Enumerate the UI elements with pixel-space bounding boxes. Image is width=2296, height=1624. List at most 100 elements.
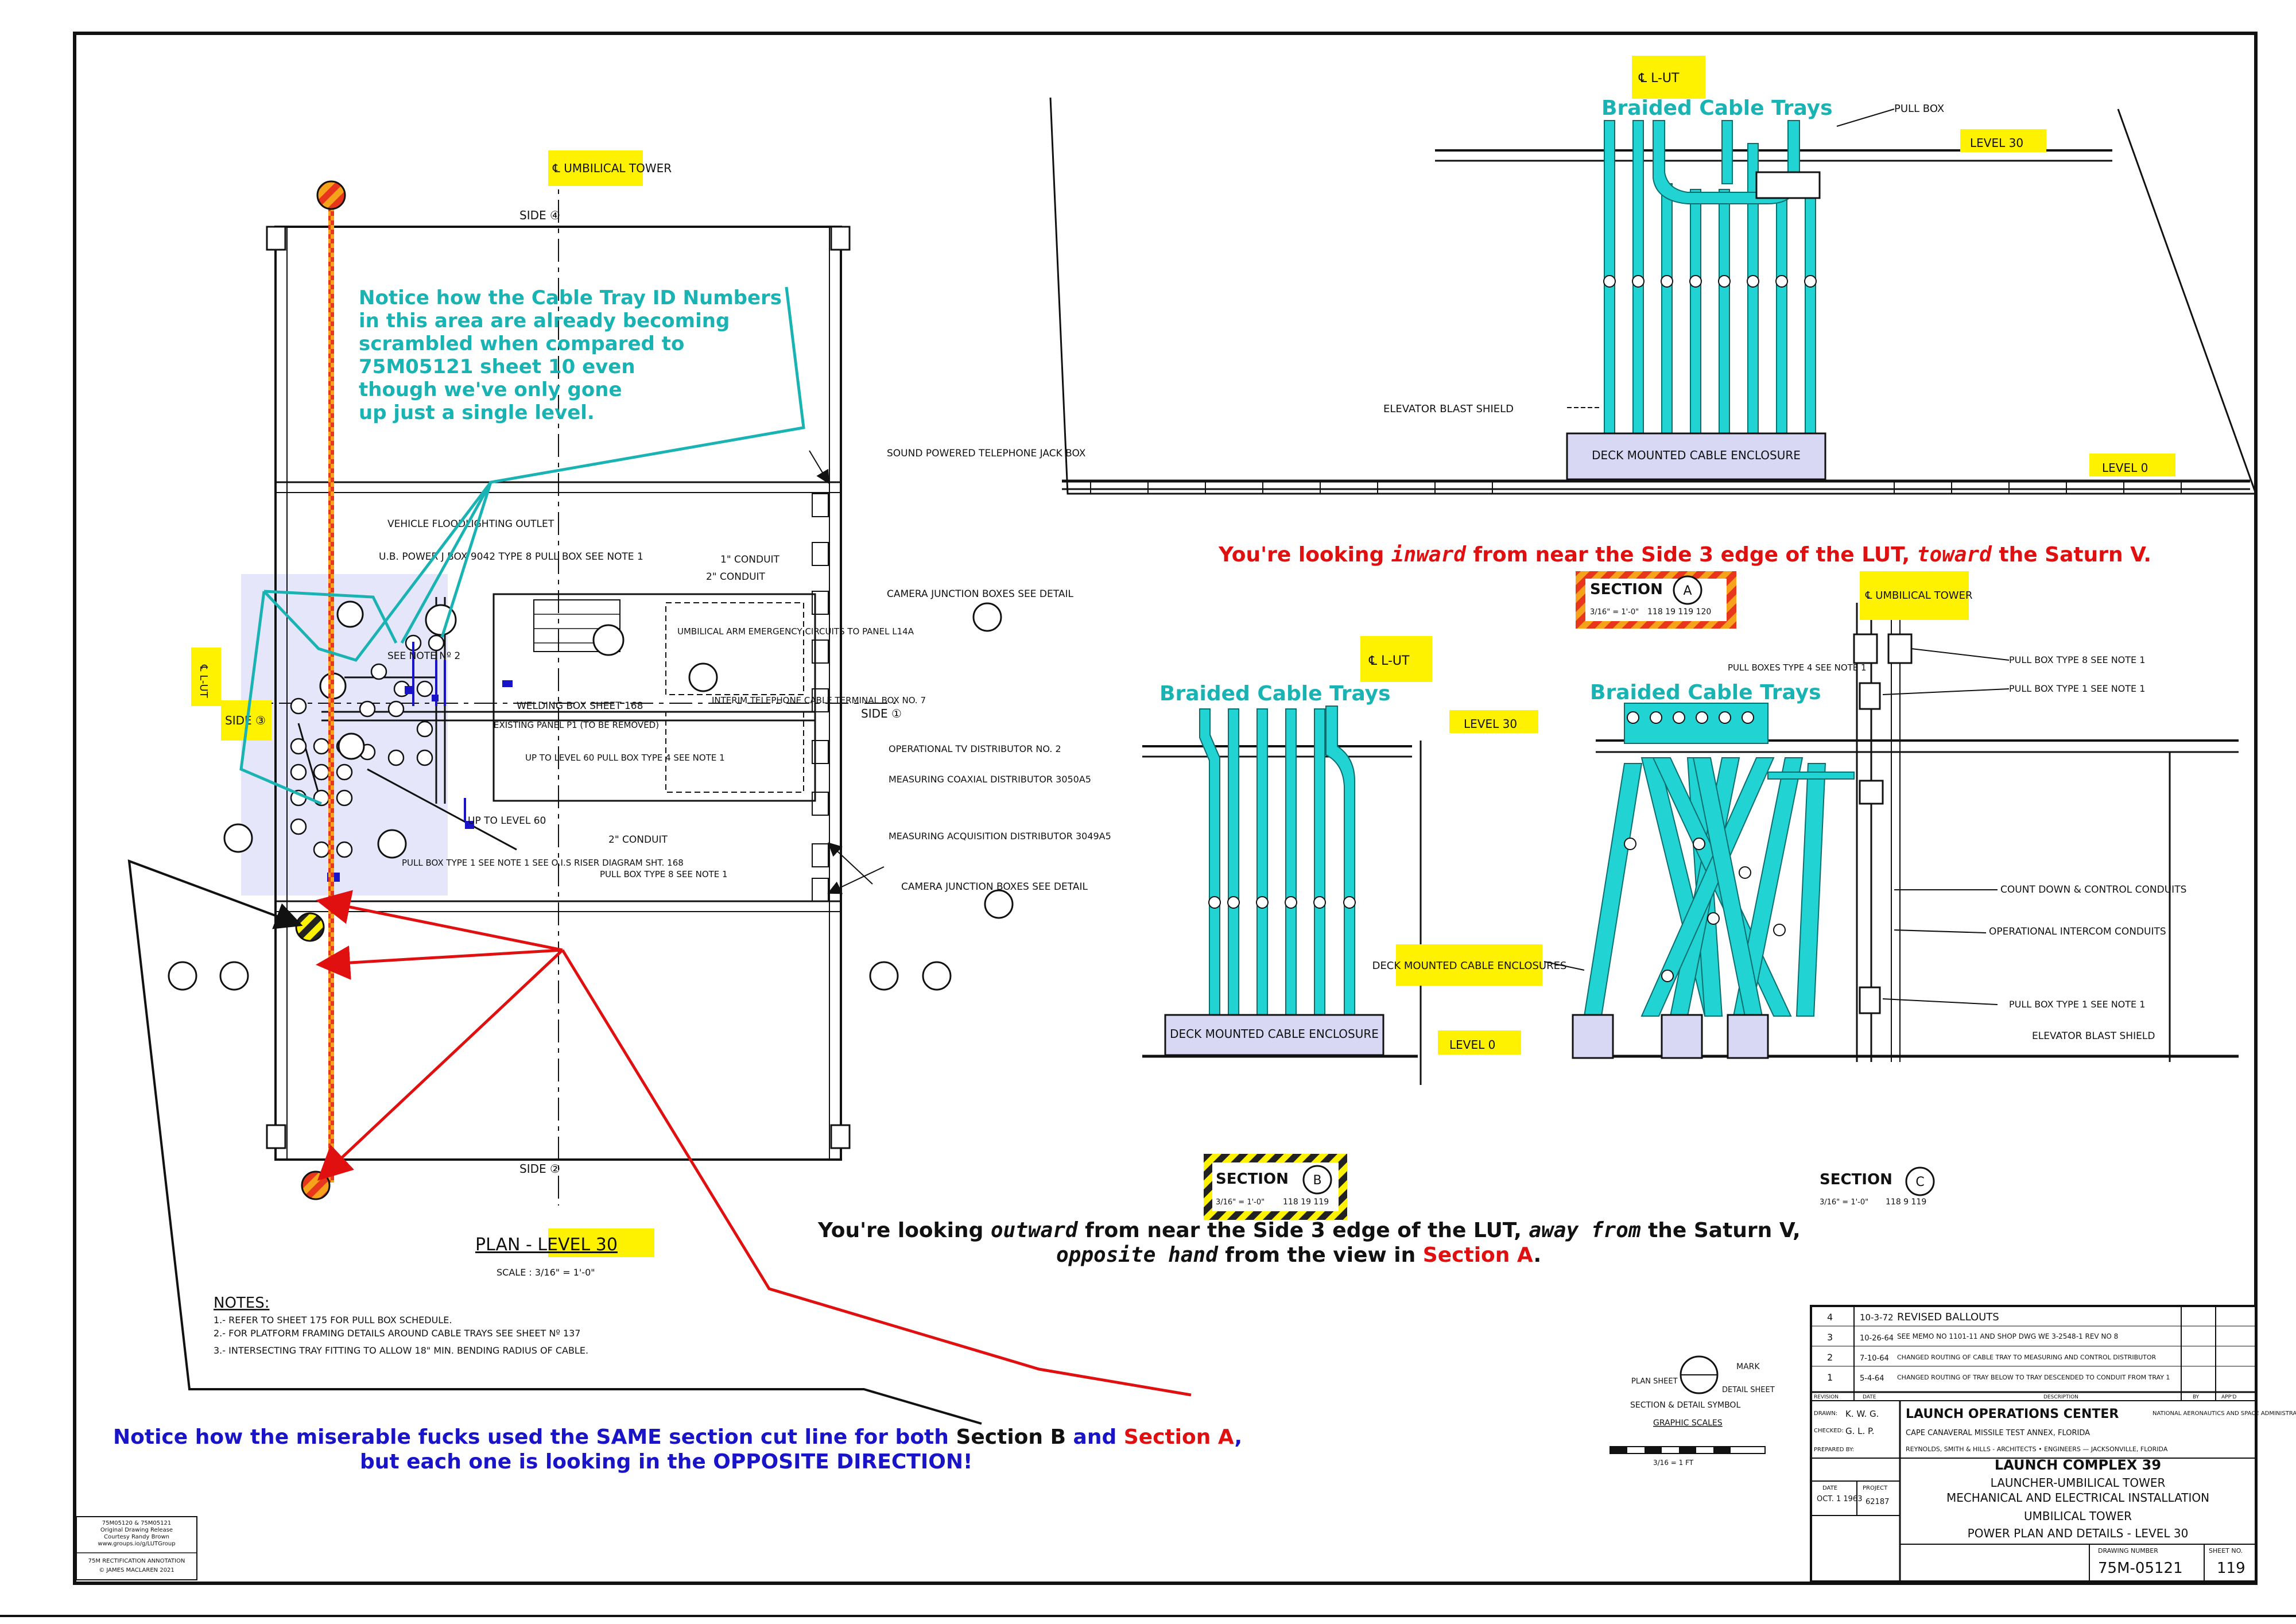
cut-marker-bottom bbox=[301, 1170, 331, 1200]
svg-text:CHECKED:: CHECKED: bbox=[1814, 1428, 1844, 1434]
bottom-note: Notice how the miserable fucks used the … bbox=[113, 1425, 1242, 1474]
svg-text:UMBILICAL TOWER: UMBILICAL TOWER bbox=[2024, 1509, 2132, 1523]
svg-text:SCALE : 3/16" = 1'-0": SCALE : 3/16" = 1'-0" bbox=[497, 1267, 595, 1278]
svg-text:UP TO LEVEL 60: UP TO LEVEL 60 bbox=[468, 815, 546, 827]
svg-text:REVISED BALLOUTS: REVISED BALLOUTS bbox=[1897, 1311, 1999, 1323]
sheet-number: 119 bbox=[2217, 1560, 2245, 1577]
svg-text:PULL BOX TYPE 1 SEE NOTE 1 SEE: PULL BOX TYPE 1 SEE NOTE 1 SEE O.I.S RIS… bbox=[402, 858, 684, 868]
svg-text:SIDE ④: SIDE ④ bbox=[519, 208, 560, 222]
braided-trays-c: Braided Cable Trays bbox=[1590, 681, 1821, 704]
svg-text:CHANGED ROUTING OF CABLE TRAY: CHANGED ROUTING OF CABLE TRAY TO MEASURI… bbox=[1897, 1354, 2157, 1361]
svg-text:Notice how the Cable Tray ID N: Notice how the Cable Tray ID Numbers bbox=[359, 286, 782, 309]
svg-text:CHANGED ROUTING OF TRAY BELOW: CHANGED ROUTING OF TRAY BELOW TO TRAY DE… bbox=[1897, 1374, 2170, 1381]
section-b-view: DECK MOUNTED CABLE ENCLOSURE ℄ L-UT Brai… bbox=[1142, 636, 1538, 1085]
svg-text:www.groups.io/g/LUTGroup: www.groups.io/g/LUTGroup bbox=[98, 1541, 175, 1547]
svg-text:APP'D: APP'D bbox=[2221, 1394, 2236, 1400]
svg-text:DESCRIPTION: DESCRIPTION bbox=[2043, 1394, 2078, 1400]
svg-text:NATIONAL AERONAUTICS AND SPACE: NATIONAL AERONAUTICS AND SPACE ADMINISTR… bbox=[2152, 1410, 2296, 1417]
svg-text:A: A bbox=[1683, 584, 1692, 598]
svg-text:LEVEL 0: LEVEL 0 bbox=[1449, 1038, 1495, 1052]
svg-text:1" CONDUIT: 1" CONDUIT bbox=[720, 554, 780, 565]
svg-text:SIDE ①: SIDE ① bbox=[861, 707, 902, 720]
svg-text:3/16 = 1 FT: 3/16 = 1 FT bbox=[1653, 1459, 1694, 1467]
svg-text:GRAPHIC SCALES: GRAPHIC SCALES bbox=[1653, 1418, 1723, 1428]
svg-text:DECK MOUNTED CABLE ENCLOSURE: DECK MOUNTED CABLE ENCLOSURE bbox=[1592, 448, 1801, 462]
svg-text:DETAIL SHEET: DETAIL SHEET bbox=[1722, 1386, 1775, 1394]
svg-text:DRAWN:: DRAWN: bbox=[1814, 1410, 1837, 1417]
plan-view bbox=[168, 161, 1014, 1206]
svg-text:PULL BOXES TYPE 4 SEE NOTE 1: PULL BOXES TYPE 4 SEE NOTE 1 bbox=[1728, 662, 1867, 673]
svg-text:PULL BOX TYPE 8 SEE NOTE 1: PULL BOX TYPE 8 SEE NOTE 1 bbox=[2009, 654, 2145, 665]
svg-text:SECTION: SECTION bbox=[1216, 1170, 1289, 1188]
svg-text:2" CONDUIT: 2" CONDUIT bbox=[706, 571, 766, 583]
svg-text:ELEVATOR BLAST SHIELD: ELEVATOR BLAST SHIELD bbox=[1383, 403, 1514, 415]
svg-text:PULL BOX TYPE 1 SEE NOTE 1: PULL BOX TYPE 1 SEE NOTE 1 bbox=[2009, 999, 2145, 1010]
svg-text:UP TO LEVEL 60 PULL BOX TYPE 4: UP TO LEVEL 60 PULL BOX TYPE 4 SEE NOTE … bbox=[525, 753, 725, 763]
svg-text:REYNOLDS, SMITH & HILLS - ARCH: REYNOLDS, SMITH & HILLS - ARCHITECTS • E… bbox=[1906, 1445, 2168, 1453]
svg-text:3/16" = 1'-0": 3/16" = 1'-0" bbox=[1820, 1198, 1868, 1207]
svg-text:BY: BY bbox=[2193, 1394, 2200, 1400]
svg-text:up just a single level.: up just a single level. bbox=[359, 401, 595, 424]
svg-text:COUNT DOWN & CONTROL CONDUITS: COUNT DOWN & CONTROL CONDUITS bbox=[2000, 884, 2186, 896]
svg-text:but each one is looking in the: but each one is looking in the OPPOSITE … bbox=[360, 1450, 972, 1474]
svg-text:SEE NOTE Nº 2: SEE NOTE Nº 2 bbox=[387, 650, 460, 662]
drawing-number: 75M-05121 bbox=[2098, 1560, 2183, 1577]
svg-text:℄ L-UT: ℄ L-UT bbox=[197, 664, 210, 699]
svg-text:℄ L-UT: ℄ L-UT bbox=[1368, 654, 1410, 668]
svg-text:INTERIM TELEPHONE CABLE TERMIN: INTERIM TELEPHONE CABLE TERMINAL BOX NO.… bbox=[712, 695, 926, 706]
svg-text:SEE MEMO NO 1101-11 AND SHOP D: SEE MEMO NO 1101-11 AND SHOP DWG WE 3-25… bbox=[1897, 1332, 2118, 1340]
svg-text:SECTION & DETAIL SYMBOL: SECTION & DETAIL SYMBOL bbox=[1630, 1401, 1740, 1410]
svg-text:℄ UMBILICAL TOWER: ℄ UMBILICAL TOWER bbox=[1865, 590, 1972, 602]
svg-text:62187: 62187 bbox=[1865, 1498, 1889, 1506]
svg-text:118 19 119: 118 19 119 bbox=[1283, 1197, 1329, 1207]
svg-text:OCT. 1 1963: OCT. 1 1963 bbox=[1817, 1495, 1862, 1503]
svg-text:SHEET NO.: SHEET NO. bbox=[2209, 1547, 2243, 1555]
cut-marker-mid bbox=[295, 912, 325, 942]
svg-text:opposite hand from the view in: opposite hand from the view in Section A… bbox=[1056, 1243, 1541, 1267]
svg-text:ELEVATOR BLAST SHIELD: ELEVATOR BLAST SHIELD bbox=[2032, 1030, 2155, 1042]
svg-text:10-26-64: 10-26-64 bbox=[1860, 1334, 1894, 1343]
svg-text:LEVEL 30: LEVEL 30 bbox=[1464, 717, 1517, 731]
svg-text:You're looking outward from ne: You're looking outward from near the Sid… bbox=[817, 1219, 1801, 1242]
svg-text:G. L. P.: G. L. P. bbox=[1845, 1426, 1875, 1436]
section-a-view: DECK MOUNTED CABLE ENCLOSURE ℄ L-UT Brai… bbox=[1049, 56, 2258, 495]
section-a-title: SECTION A 118 19 119 120 3/16" = 1'-0" bbox=[1576, 571, 1736, 629]
svg-text:10-3-72: 10-3-72 bbox=[1860, 1312, 1894, 1323]
svg-text:LEVEL 0: LEVEL 0 bbox=[2102, 461, 2148, 475]
svg-text:REVISION: REVISION bbox=[1814, 1394, 1839, 1400]
title-lc39: LAUNCH COMPLEX 39 bbox=[1995, 1457, 2161, 1473]
svg-text:SIDE ②: SIDE ② bbox=[519, 1162, 560, 1176]
svg-text:MARK: MARK bbox=[1736, 1362, 1760, 1371]
svg-text:CAPE CANAVERAL MISSILE TEST AN: CAPE CANAVERAL MISSILE TEST ANNEX, FLORI… bbox=[1906, 1429, 2090, 1437]
svg-text:DATE: DATE bbox=[1822, 1485, 1837, 1491]
svg-text:75M05121 sheet 10 even: 75M05121 sheet 10 even bbox=[359, 355, 635, 378]
credit-box: 75M05120 & 75M05121 Original Drawing Rel… bbox=[76, 1516, 197, 1580]
svg-text:though we've only gone: though we've only gone bbox=[359, 378, 622, 401]
svg-text:VEHICLE FLOODLIGHTING OUTLET: VEHICLE FLOODLIGHTING OUTLET bbox=[387, 518, 554, 530]
title-block: 4 10-3-72 REVISED BALLOUTS 3 10-26-64 SE… bbox=[1810, 1305, 2296, 1583]
teal-annotation: Notice how the Cable Tray ID Numbers in … bbox=[239, 286, 805, 805]
svg-text:MEASURING COAXIAL DISTRIBUTOR: MEASURING COAXIAL DISTRIBUTOR 3050A5 bbox=[889, 774, 1091, 785]
svg-text:SOUND POWERED TELEPHONE JACK B: SOUND POWERED TELEPHONE JACK BOX bbox=[887, 448, 1086, 459]
svg-text:DRAWING NUMBER: DRAWING NUMBER bbox=[2098, 1547, 2158, 1555]
svg-text:Courtesy Randy Brown: Courtesy Randy Brown bbox=[104, 1534, 169, 1540]
svg-text:7-10-64: 7-10-64 bbox=[1860, 1354, 1889, 1363]
svg-text:3: 3 bbox=[1827, 1332, 1833, 1343]
svg-text:DECK MOUNTED CABLE ENCLOSURES: DECK MOUNTED CABLE ENCLOSURES bbox=[1372, 960, 1567, 972]
svg-text:1.- REFER TO SHEET 175 FOR PUL: 1.- REFER TO SHEET 175 FOR PULL BOX SCHE… bbox=[214, 1315, 452, 1325]
section-cut-line bbox=[328, 198, 334, 1183]
svg-text:DECK MOUNTED CABLE ENCLOSURE: DECK MOUNTED CABLE ENCLOSURE bbox=[1170, 1027, 1379, 1041]
svg-text:1: 1 bbox=[1827, 1372, 1833, 1383]
svg-text:CAMERA JUNCTION BOXES SEE DETA: CAMERA JUNCTION BOXES SEE DETAIL bbox=[887, 588, 1073, 600]
cut-marker-top bbox=[316, 180, 346, 210]
braided-trays-a: Braided Cable Trays bbox=[1601, 96, 1833, 120]
svg-text:Original Drawing Release: Original Drawing Release bbox=[100, 1527, 173, 1533]
section-c-view: ℄ UMBILICAL TOWER Braided Cable Trays PU… bbox=[1372, 571, 2239, 1207]
svg-text:℄ L-UT: ℄ L-UT bbox=[1638, 71, 1680, 86]
svg-text:75M05120 & 75M05121: 75M05120 & 75M05121 bbox=[102, 1520, 171, 1526]
svg-text:NOTES:: NOTES: bbox=[214, 1294, 270, 1312]
svg-text:C: C bbox=[1915, 1175, 1924, 1189]
section-b-title: SECTION B 118 19 119 3/16" = 1'-0" bbox=[1204, 1154, 1347, 1220]
svg-text:UMBILICAL ARM EMERGENCY CIRCUI: UMBILICAL ARM EMERGENCY CIRCUITS TO PANE… bbox=[677, 626, 914, 637]
svg-text:B: B bbox=[1313, 1173, 1321, 1188]
